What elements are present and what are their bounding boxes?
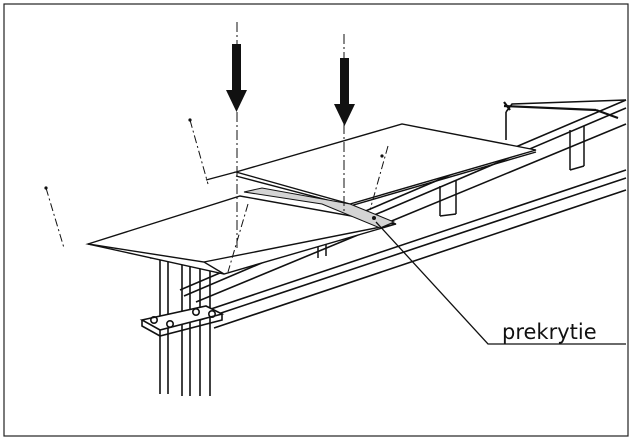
overlap-zone: [243, 187, 396, 229]
figure-frame: [3, 3, 629, 437]
callout-leader: [375, 221, 626, 345]
fastener-lines: [45, 119, 389, 273]
base-plate: [139, 305, 225, 337]
fastener-marks: [44, 118, 384, 220]
lower-panel: [85, 195, 397, 275]
end-rail: [503, 101, 619, 120]
load-arrow-left: [226, 44, 247, 112]
callout-label: prekrytie: [502, 320, 597, 344]
load-arrow-right: [334, 58, 355, 126]
